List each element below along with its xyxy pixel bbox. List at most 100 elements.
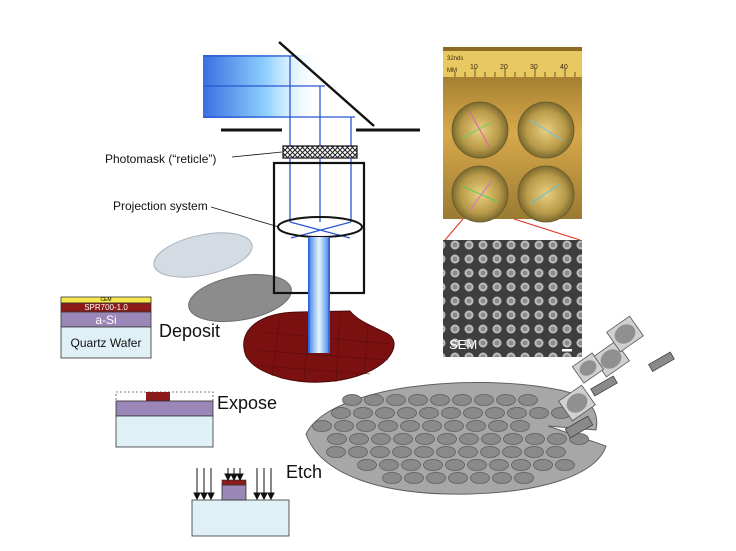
wafer-die [474,394,494,406]
wafer-die [441,407,461,419]
wafer-die [445,459,465,471]
wafer-die [489,459,509,471]
wafer-die [448,472,468,484]
wafer-die [386,394,406,406]
wafer-die [467,459,487,471]
wafer-die [555,459,575,471]
wafer-die [356,420,376,432]
expose-stack [115,391,214,448]
wafer-die [408,394,428,406]
zoom-line-left [444,218,464,241]
ruler-tick-label: 40 [560,64,568,71]
wafer-die [488,420,508,432]
wafer-die [485,407,505,419]
photomask-label: Photomask (“reticle”) [105,152,217,166]
layer-asi-label: a-Si [95,312,117,327]
ruler-units-label: 32nds [447,56,463,62]
deposit-stack [60,296,152,359]
wafer-die [379,459,399,471]
wafer-die [496,394,516,406]
fold-mirror [278,41,375,127]
wafer-die [414,446,434,458]
sem-inset [443,240,582,357]
wafer-ghost-mid [188,274,292,322]
wafer-die [430,394,450,406]
wafer-die [401,459,421,471]
wafer-die [459,433,479,445]
layer-cem-label: CEM [100,297,112,303]
wafer-die [546,446,566,458]
wafer-die [370,446,390,458]
step-etch-label: Etch [286,462,323,482]
wafer-die [480,446,500,458]
wafer-die [507,407,527,419]
wafer-die [378,420,398,432]
step-expose-label: Expose [217,393,278,413]
wafer-die [312,420,332,432]
wafer-die [533,459,553,471]
wafer-die [348,446,368,458]
wafer-die [400,420,420,432]
wafer-die [569,433,589,445]
wafer-die [511,459,531,471]
step-deposit-label: Deposit [159,321,221,341]
wafer-die [510,420,530,432]
wafer-die [436,446,456,458]
wafer-die [353,407,373,419]
wafer-die [466,420,486,432]
projection-leader [210,206,280,228]
wafer-die [393,433,413,445]
wafer-die [397,407,417,419]
wafer-die [529,407,549,419]
wafer-die [547,433,567,445]
wafer-die [331,407,351,419]
wafer-die [444,420,464,432]
wafer-die [524,446,544,458]
wafer-die [357,459,377,471]
photomask [282,145,358,159]
wafer-die [419,407,439,419]
wafer-die [481,433,501,445]
wafer-die [525,433,545,445]
wafer-die [518,394,538,406]
wafer-die [503,433,523,445]
layer-substrate-label: Quartz Wafer [70,335,142,350]
wafer-ghost-light [153,232,253,278]
wafer-die [423,459,443,471]
separated-dies [558,315,675,439]
wafer-die [392,446,412,458]
wafer-die [437,433,457,445]
wafer-die [404,472,424,484]
projection-system-label: Projection system [113,199,208,213]
wafer-die [349,433,369,445]
wafer-photo-inset: 32nds MM 10 20 30 40 [443,47,582,223]
wafer-die [463,407,483,419]
wafer-die [327,433,347,445]
zoom-line-right [513,218,581,241]
sem-scale-bar [562,349,572,352]
wafer-die [426,472,446,484]
wafer-die [458,446,478,458]
ruler-tick-label: 30 [530,64,538,71]
wafer-die [375,407,395,419]
wafer-die [334,420,354,432]
ruler-mm-label: MM [447,68,457,74]
photomask-leader [231,151,283,158]
wafer-die [342,394,362,406]
wafer-die [452,394,472,406]
wafer-dies [312,394,589,484]
wafer-die [382,472,402,484]
layer-resist-label: SPR700-1.0 [84,303,128,312]
ruler-tick-label: 20 [500,64,508,71]
wafer-die [364,394,384,406]
wafer-die [514,472,534,484]
ruler-tick-label: 10 [470,64,478,71]
etch-stack [191,468,290,537]
wafer-die [502,446,522,458]
sem-label: SEM [449,337,478,352]
wafer-die [492,472,512,484]
wafer-die [422,420,442,432]
ruler [443,51,582,77]
